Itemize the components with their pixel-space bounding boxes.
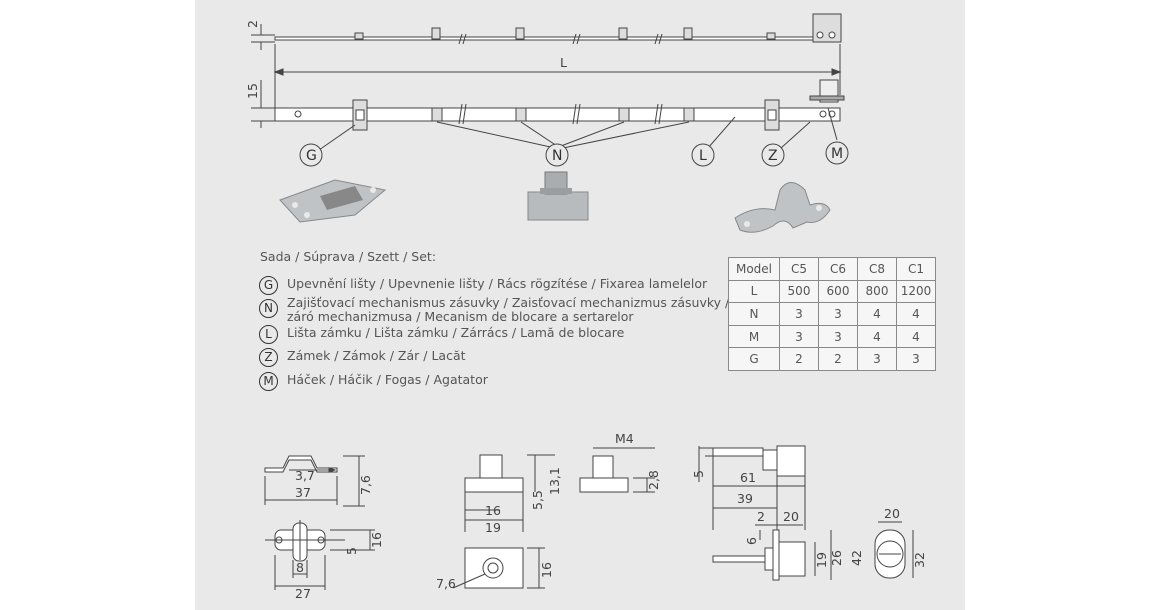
dimension-label: 61 xyxy=(740,470,756,485)
table-header-row: Model C5 C6 C8 C1 xyxy=(728,257,936,281)
legend-text: Háček / Háčik / Fogas / Agatator xyxy=(287,372,488,387)
table-cell: 4 xyxy=(857,302,897,326)
table-header-cell: C6 xyxy=(818,257,858,281)
dimension-label: 37 xyxy=(295,485,311,500)
table-header-cell: C8 xyxy=(857,257,897,281)
table-cell: 2 xyxy=(779,347,819,371)
dimension-label: 20 xyxy=(783,509,799,524)
dimension-label: 8 xyxy=(296,560,304,575)
dimension-label: 39 xyxy=(737,491,753,506)
table-header-cell: C5 xyxy=(779,257,819,281)
hook-dimension-drawing xyxy=(264,455,375,590)
dimension-label: M4 xyxy=(615,431,634,446)
table-cell: N xyxy=(728,302,780,326)
lock-bar-front-view xyxy=(274,107,841,122)
table-cell: 2 xyxy=(818,347,858,371)
legend-letter: M xyxy=(259,372,278,391)
lock-dimension-drawing xyxy=(698,445,914,581)
table-cell: L xyxy=(728,279,780,304)
table-cell: 1200 xyxy=(896,279,936,304)
mechanism-dimension-drawing xyxy=(452,447,655,589)
dimension-label: 5 xyxy=(344,547,359,555)
table-cell: G xyxy=(728,347,780,371)
dimension-label: 19 xyxy=(485,520,501,535)
dimension-label: 6 xyxy=(744,537,759,545)
dimension-label: 16 xyxy=(539,562,554,578)
legend-letter: G xyxy=(259,276,278,295)
table-cell: 4 xyxy=(896,302,936,326)
table-cell: 500 xyxy=(779,279,819,304)
table-cell: M xyxy=(728,324,780,349)
mechanism-n-illustration xyxy=(527,171,589,221)
legend-letter: Z xyxy=(259,348,278,367)
dimension-label: 7,6 xyxy=(358,475,373,495)
dimension-label: 42 xyxy=(849,550,864,566)
callout-m: M xyxy=(831,146,843,162)
hook-m-illustration xyxy=(734,182,831,233)
callout-l: L xyxy=(699,148,707,164)
legend-text: Zámek / Zámok / Zár / Lacăt xyxy=(287,348,466,363)
dim-height: 15 xyxy=(245,83,260,99)
table-header-cell: C1 xyxy=(896,257,936,281)
dimension-label: 20 xyxy=(884,506,900,521)
bracket-g-illustration xyxy=(279,179,387,223)
legend-letter: N xyxy=(259,299,278,318)
dimension-label: 32 xyxy=(912,552,927,568)
lock-top-view xyxy=(812,13,842,43)
dimension-label: 27 xyxy=(295,586,311,601)
dimension-label: 16 xyxy=(485,503,501,518)
table-cell: 3 xyxy=(818,302,858,326)
table-cell: 600 xyxy=(818,279,858,304)
dimension-label: 19 xyxy=(814,552,829,568)
dimension-label: 13,1 xyxy=(547,467,562,495)
table-header-cell: Model xyxy=(728,257,780,281)
legend-letter: L xyxy=(259,325,278,344)
dimension-label: 2 xyxy=(757,509,765,524)
dimension-label: 5,5 xyxy=(530,490,545,510)
dimension-label: 2,8 xyxy=(646,470,661,490)
table-cell: 4 xyxy=(857,324,897,349)
legend-text: Upevnění lišty / Upevnenie lišty / Rács … xyxy=(287,276,708,291)
table-cell: 800 xyxy=(857,279,897,304)
dimension-label: 16 xyxy=(369,532,384,548)
legend-text-line2: záró mechanizmusa / Mecanism de blocare … xyxy=(287,309,634,324)
technical-drawing: 2 15 L G N L Z M 3,7 37 xyxy=(245,13,927,601)
callout-g: G xyxy=(306,148,317,164)
dimension-label: 3,7 xyxy=(295,468,315,483)
table-cell: 3 xyxy=(779,324,819,349)
dim-thickness: 2 xyxy=(245,20,260,28)
table-cell: 3 xyxy=(779,302,819,326)
set-heading: Sada / Súprava / Szett / Set: xyxy=(260,249,437,264)
dim-length: L xyxy=(560,55,567,70)
legend-text: Lišta zámku / Lišta zámku / Zárrács / La… xyxy=(287,325,625,340)
callout-n: N xyxy=(552,148,562,164)
table-cell: 4 xyxy=(896,324,936,349)
product-sheet: 2 15 L G N L Z M 3,7 37 xyxy=(195,0,965,610)
table-cell: 3 xyxy=(818,324,858,349)
callout-z: Z xyxy=(768,148,778,164)
dimension-label: 7,6 xyxy=(436,576,456,591)
legend-text: Zajišťovací mechanismus zásuvky / Zaisťo… xyxy=(287,295,758,310)
dimension-label: 26 xyxy=(829,550,844,566)
dimension-label: 5 xyxy=(691,470,706,478)
table-cell: 3 xyxy=(857,347,897,371)
table-cell: 3 xyxy=(896,347,936,371)
